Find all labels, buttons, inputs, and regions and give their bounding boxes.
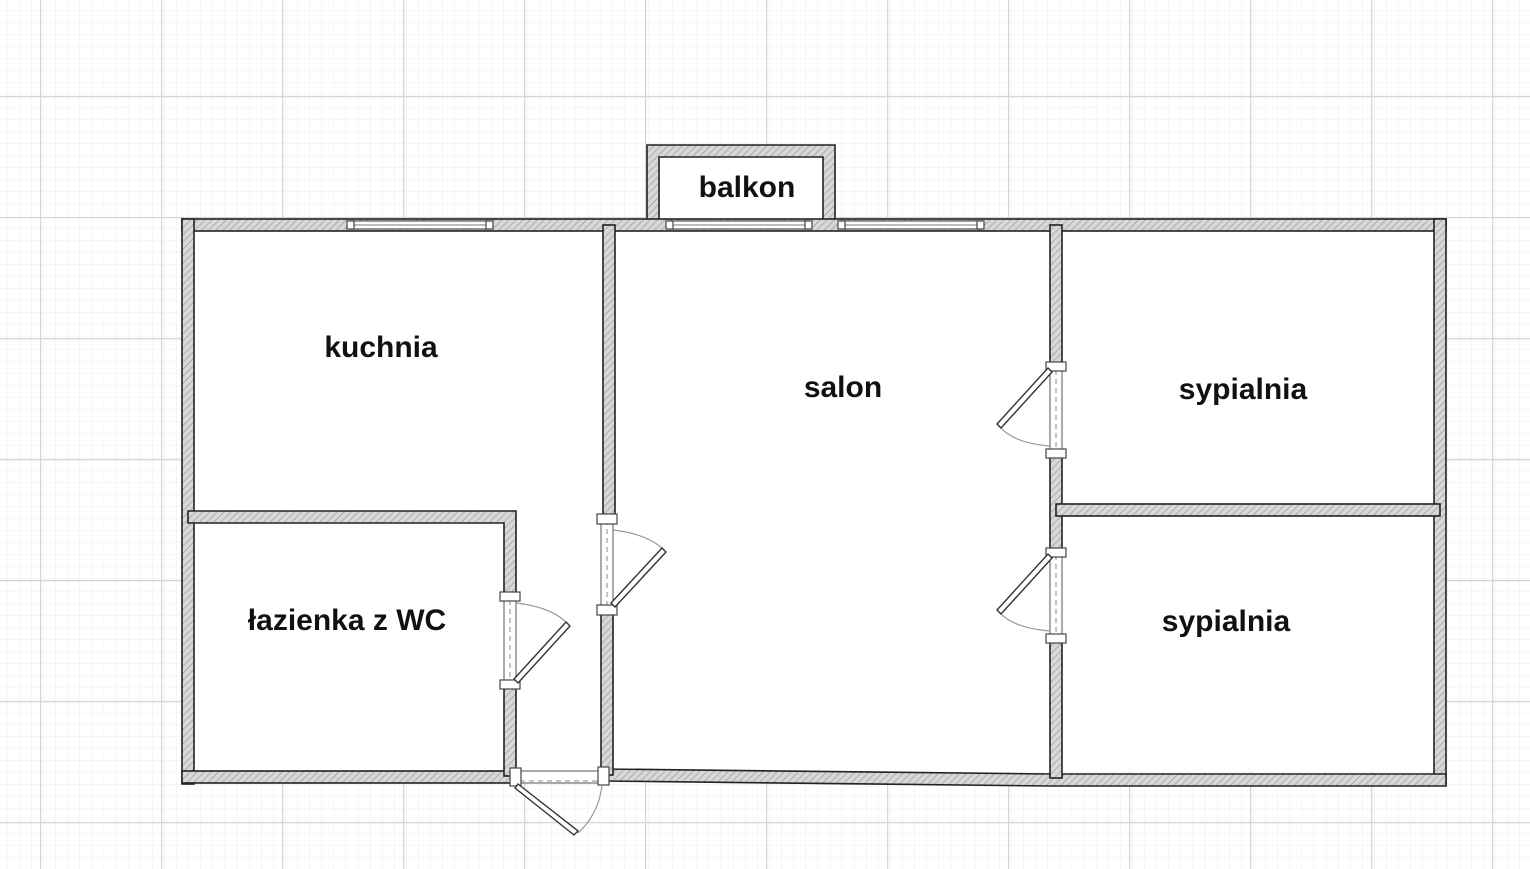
wall-salon-bedroom-mid (1049, 452, 1063, 553)
room-label-bedroom-2: sypialnia (1162, 605, 1291, 638)
outer-wall-left (181, 218, 195, 785)
room-label-bathroom: łazienka z WC (248, 604, 446, 637)
door-bathroom (499, 591, 571, 690)
window-salon (837, 220, 985, 230)
door-bedroom-1 (996, 361, 1067, 459)
wall-salon-bedroom-lower (1049, 637, 1063, 779)
windows (346, 220, 985, 230)
wall-salon-bedroom-upper (1049, 224, 1063, 368)
room-label-kitchen: kuchnia (324, 331, 438, 364)
room-label-bedroom-1: sypialnia (1179, 373, 1308, 406)
door-kitchen-salon (596, 513, 667, 616)
door-entrance (509, 766, 610, 836)
room-label-living-room: salon (804, 371, 882, 404)
door-bedroom-2 (996, 547, 1067, 644)
window-kitchen (346, 220, 494, 230)
outer-wall-right (1433, 218, 1447, 785)
wall-bathroom-lower (503, 683, 517, 777)
outer-wall-bottom-left (181, 770, 517, 784)
floors (194, 157, 1434, 772)
walls (181, 144, 1447, 787)
wall-kitchen-salon-lower (600, 609, 614, 776)
doors (499, 361, 1067, 836)
room-label-balcony: balkon (699, 171, 796, 204)
wall-kitchen-salon-upper (602, 224, 616, 518)
window-balcony-door (665, 220, 813, 230)
wall-bedrooms-divider (1055, 503, 1441, 517)
